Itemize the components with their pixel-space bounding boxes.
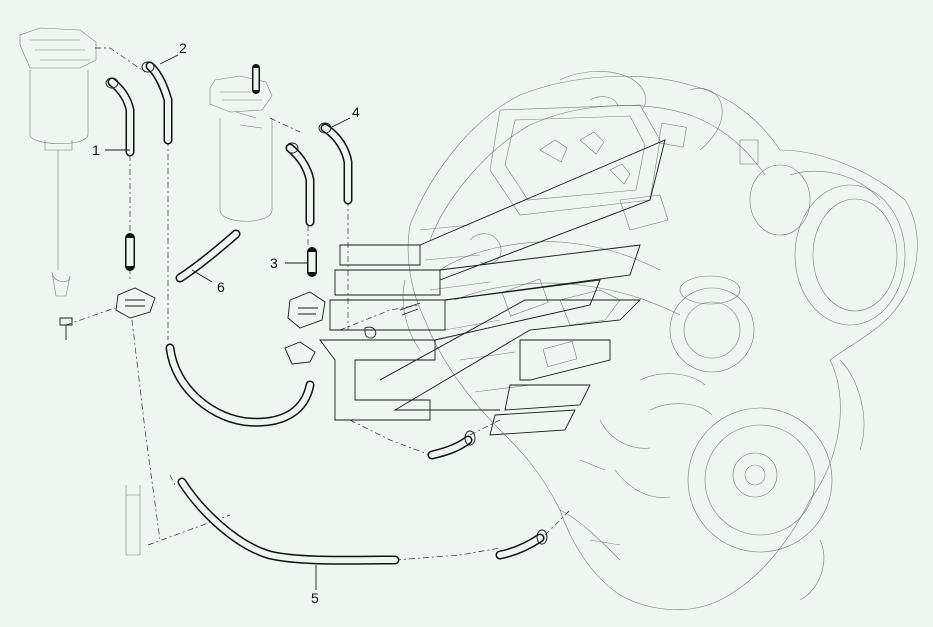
fuel-filter-left xyxy=(19,27,97,297)
callout-4: 4 xyxy=(352,104,360,120)
callout-6: 6 xyxy=(217,279,225,295)
fuel-filter-right xyxy=(209,75,273,222)
fuel-hoses xyxy=(107,61,545,565)
engine-block xyxy=(402,71,918,610)
callout-5: 5 xyxy=(311,590,319,606)
callout-2: 2 xyxy=(179,40,187,56)
bolt xyxy=(59,302,421,340)
callout-labels: 1 2 3 4 5 6 xyxy=(92,40,360,606)
connection-lines xyxy=(65,47,571,561)
guide-plates xyxy=(319,139,666,436)
callout-3: 3 xyxy=(270,255,278,271)
callout-1: 1 xyxy=(92,142,100,158)
clamps xyxy=(105,61,548,545)
banjo-fitting xyxy=(115,287,377,365)
callout-leaders xyxy=(105,54,351,590)
